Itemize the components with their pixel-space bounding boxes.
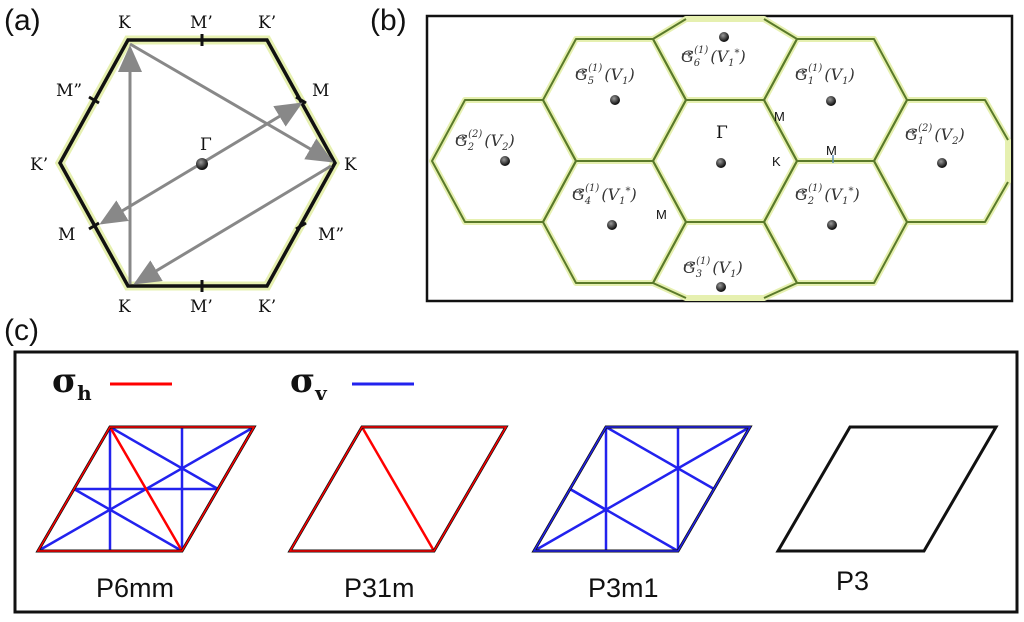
label-p6mm: P6mm xyxy=(96,573,174,603)
label-M1-top: M’ xyxy=(190,13,213,33)
label-p31m: P31m xyxy=(344,573,415,603)
vector-arrow xyxy=(682,51,692,57)
sigma-v-symbol: σv xyxy=(290,361,328,405)
g3-label: G3(1)(V1) xyxy=(683,256,743,280)
vector-arrow xyxy=(456,135,466,141)
cell-p3m1 xyxy=(531,425,753,553)
gamma-point-a xyxy=(196,158,208,170)
panel-a-ticks xyxy=(88,34,307,292)
vector-arrow xyxy=(684,262,694,268)
label-M-left: M xyxy=(58,225,75,245)
label-M2-left: M” xyxy=(56,81,82,101)
legend-sigma-v: σv xyxy=(290,361,414,405)
label-K1-bottom-right: K’ xyxy=(258,297,276,317)
g4-label: G4(1)(V1*) xyxy=(572,183,637,207)
label-M-b2: M xyxy=(826,143,837,158)
panel-a-arrows xyxy=(99,42,334,285)
panel-b-label: (b) xyxy=(370,4,407,37)
g1-label: G1(1)(V1) xyxy=(795,63,855,87)
label-K1-top-right: K’ xyxy=(258,13,276,33)
sigma-h-symbol: σh xyxy=(52,361,92,405)
label-M-b1: M xyxy=(774,109,785,124)
vector-arrow xyxy=(906,129,916,135)
vector-arrow xyxy=(576,69,586,75)
panel-b-hexagons xyxy=(429,16,1011,301)
cell-p3 xyxy=(775,425,999,553)
label-Gamma-b: Γ xyxy=(716,123,728,143)
g1-2-label: G1(2)(V2) xyxy=(905,123,965,147)
label-p3m1: P3m1 xyxy=(588,573,659,603)
label-K-right: K xyxy=(344,155,357,175)
cell-p31m xyxy=(287,425,509,553)
label-K-b: K xyxy=(772,154,781,169)
vector-arrow xyxy=(796,69,806,75)
label-Gamma-a: Γ xyxy=(200,135,212,155)
label-K-top-left: K xyxy=(118,13,131,33)
label-K1-left: K’ xyxy=(30,155,48,175)
vector-arrow xyxy=(796,189,806,195)
g5-label: G5(1)(V1) xyxy=(575,63,635,87)
g6-label: G6(1)(V1*) xyxy=(681,45,746,69)
label-K-bottom-left: K xyxy=(118,297,131,317)
cell-p6mm xyxy=(35,425,257,553)
label-M2-right: M” xyxy=(318,225,344,245)
legend-sigma-h: σh xyxy=(52,361,172,405)
panel-b-dots xyxy=(500,32,947,292)
panel-a-hexagon xyxy=(54,35,341,291)
panel-c-label: (c) xyxy=(4,314,39,347)
label-p3: P3 xyxy=(836,566,869,596)
label-M1-bottom: M’ xyxy=(190,297,213,317)
panel-a-label: (a) xyxy=(4,4,41,37)
label-M-right: M xyxy=(312,81,329,101)
g-vector-labels: G5(1)(V1) G6(1)(V1*) G1(1)(V1) G2(2)(V2)… xyxy=(455,45,965,280)
label-M-b3: M xyxy=(656,207,667,222)
vector-arrow xyxy=(573,189,583,195)
g2-2-label: G2(2)(V2) xyxy=(455,129,515,153)
g2-label: G2(1)(V1*) xyxy=(795,183,860,207)
